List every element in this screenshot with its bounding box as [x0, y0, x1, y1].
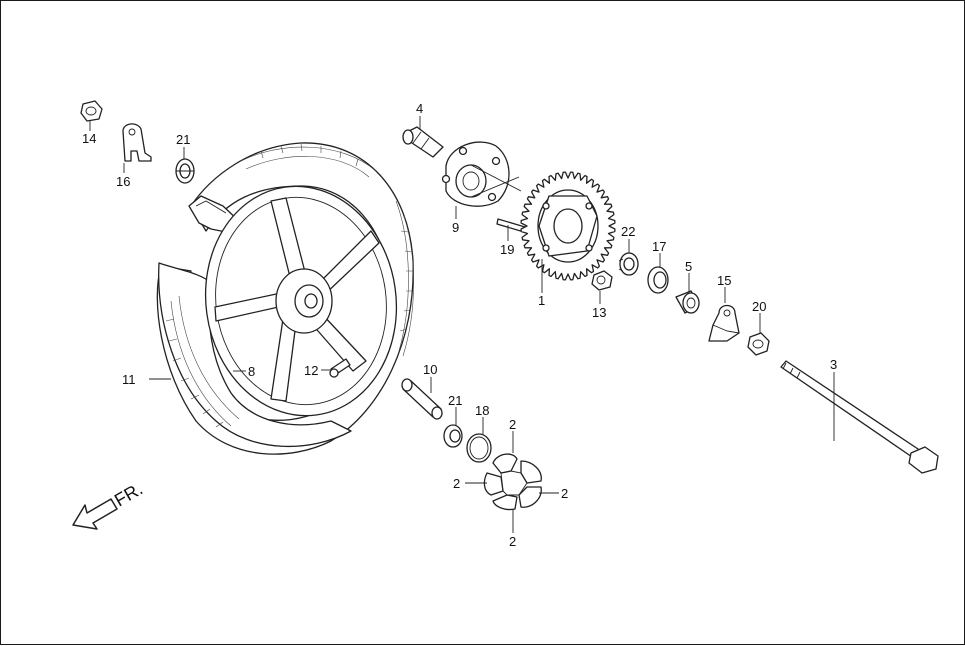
tire-valve: [329, 358, 351, 378]
callout-13: 13: [592, 305, 606, 320]
callout-10: 10: [423, 362, 437, 377]
callout-17: 17: [652, 239, 666, 254]
chain-adjuster-right: [708, 304, 740, 342]
callout-1: 1: [538, 293, 545, 308]
axle-nut-top: [80, 100, 103, 122]
callout-21: 21: [448, 393, 462, 408]
rear-axle: [780, 360, 939, 474]
sprocket-hub-flange: [441, 141, 522, 207]
callout-19: 19: [500, 242, 514, 257]
callout-15: 15: [717, 273, 731, 288]
front-label: FR.: [111, 479, 146, 511]
wheel-rim: [204, 185, 398, 417]
front-direction-indicator: FR.: [72, 479, 146, 530]
distance-collar: [401, 378, 443, 420]
oil-seal: [647, 266, 669, 294]
front-arrow-icon: [72, 498, 118, 530]
wheel-dampers: [483, 453, 542, 511]
bearing-right: [618, 252, 639, 276]
callout-2: 2: [509, 417, 516, 432]
callout-8: 8: [248, 364, 255, 379]
callout-20: 20: [752, 299, 766, 314]
axle-nut-right: [747, 332, 770, 356]
chain-adjuster-left: [122, 123, 152, 162]
bearing-left: [175, 158, 195, 184]
leader-lines: [89, 116, 835, 533]
callout-11: 11: [122, 372, 136, 387]
callout-2: 2: [453, 476, 460, 491]
callout-18: 18: [475, 403, 489, 418]
callout-21: 21: [176, 132, 190, 147]
side-collar: [675, 290, 700, 314]
callout-3: 3: [830, 357, 837, 372]
callout-12: 12: [304, 363, 318, 378]
callout-2: 2: [509, 534, 516, 549]
callout-labels: 1 2 2 2 2 3 4 5 8 9 10 11 12 13 14 15 16…: [82, 101, 837, 549]
callout-16: 16: [116, 174, 130, 189]
sprocket-nut: [591, 270, 613, 291]
callout-4: 4: [416, 101, 423, 116]
callout-5: 5: [685, 259, 692, 274]
callout-14: 14: [82, 131, 96, 146]
final-driven-sprocket: [520, 171, 616, 281]
collar: [402, 126, 444, 158]
callout-2: 2: [561, 486, 568, 501]
callout-22: 22: [621, 224, 635, 239]
callout-9: 9: [452, 220, 459, 235]
bearing-bottom: [443, 424, 463, 448]
o-ring: [466, 433, 492, 463]
